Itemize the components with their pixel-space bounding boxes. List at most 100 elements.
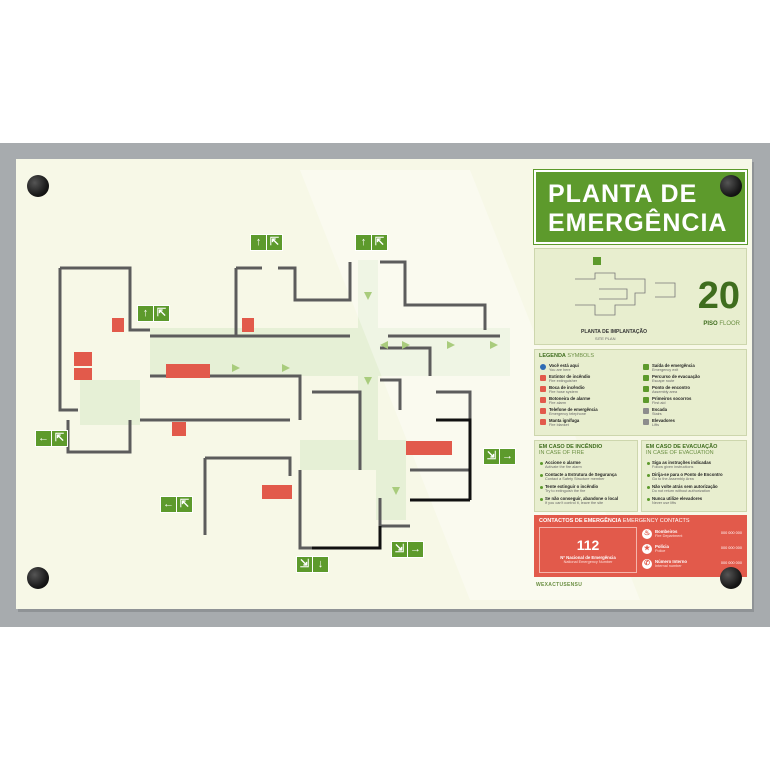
exit-person-icon: ⇱ bbox=[266, 235, 282, 250]
exit-sign-left: ←⇱ bbox=[160, 496, 193, 513]
floor-label: PISO FLOOR bbox=[703, 321, 740, 327]
exit-person-icon: ⇲ bbox=[486, 450, 497, 462]
legend-box: LEGENDA SYMBOLS Você está aqui You are h… bbox=[534, 349, 747, 436]
legend-item-label: Manta ignífuga bbox=[549, 418, 580, 423]
site-plan-caption-en: SITE PLAN bbox=[595, 336, 616, 341]
bullet-icon bbox=[647, 486, 650, 489]
floor-label-pt: PISO bbox=[703, 321, 718, 327]
legend-item-label-en: Fire hose system bbox=[549, 390, 578, 394]
route-arrow bbox=[392, 487, 400, 495]
fire-wall bbox=[312, 526, 382, 550]
legend-item-label-en: Fire extinguisher bbox=[549, 379, 578, 383]
route-arrow bbox=[282, 364, 290, 372]
route-arrow bbox=[232, 364, 240, 372]
fire-procedure-title-pt: EM CASO DE INCÊNDIO bbox=[539, 444, 603, 450]
wall bbox=[66, 420, 132, 454]
procedure-item-label: Não volte atrás sem autorização bbox=[652, 484, 718, 489]
legend-item-label-en: Assembly area bbox=[652, 390, 678, 394]
corridor-fill bbox=[358, 260, 378, 450]
procedure-item-label: Nunca utilize elevadores bbox=[652, 496, 703, 501]
assembly-point-icon bbox=[643, 386, 649, 392]
legend-item-label: Boca de incêndio bbox=[549, 385, 585, 390]
wall bbox=[58, 268, 78, 412]
emergency-phone-icon bbox=[540, 408, 546, 414]
procedure-item-label-en: Activate the fire alarm bbox=[545, 465, 582, 469]
bullet-icon bbox=[540, 462, 543, 465]
wall bbox=[278, 262, 352, 302]
national-emergency-label-en: National Emergency Number bbox=[563, 560, 613, 564]
wall bbox=[205, 456, 292, 476]
legend-item-label-en: Emergency telephone bbox=[549, 412, 586, 416]
wall bbox=[60, 266, 150, 332]
arrow-right-icon: → bbox=[407, 542, 423, 557]
corridor-fill bbox=[80, 380, 140, 425]
phone-icon: ✆ bbox=[642, 559, 652, 569]
elevator-icon bbox=[643, 419, 649, 425]
legend-item-label: Botoneira de alarme bbox=[549, 396, 591, 401]
fire-extinguisher-marker bbox=[112, 318, 124, 332]
fire-alarm-icon bbox=[540, 397, 546, 403]
route-arrow bbox=[380, 341, 388, 349]
brand-label: WEXACTUSENSU bbox=[536, 582, 583, 588]
fire-hose-icon bbox=[540, 386, 546, 392]
exit-person-icon: ⇲ bbox=[394, 543, 405, 555]
fire-hose-marker bbox=[74, 368, 92, 380]
arrow-right-icon: → bbox=[499, 449, 515, 464]
bullet-icon bbox=[647, 498, 650, 501]
arrow-down-icon: ↓ bbox=[312, 557, 328, 572]
legend-item-label-en: You are here bbox=[549, 368, 571, 372]
contact-name-en: Fire Department bbox=[655, 534, 683, 538]
wall bbox=[380, 378, 402, 410]
bullet-icon bbox=[540, 498, 543, 501]
route-arrow bbox=[447, 341, 455, 349]
corridor-fill bbox=[300, 440, 380, 470]
exit-person-icon: ⇱ bbox=[51, 431, 67, 446]
bullet-icon bbox=[540, 474, 543, 477]
emergency-contacts-box: CONTACTOS DE EMERGÊNCIA EMERGENCY CONTAC… bbox=[534, 515, 747, 577]
evacuation-procedure-title: EM CASO DE EVACUAÇÃO IN CASE OF EVACUATI… bbox=[646, 444, 717, 456]
fire-equipment-marker bbox=[406, 441, 452, 455]
mounting-screw bbox=[27, 175, 49, 197]
wall bbox=[380, 260, 487, 330]
exit-sign-up: ↑⇱ bbox=[355, 234, 388, 251]
wall bbox=[436, 390, 472, 420]
procedure-item-label-en: Contact a Safety Structure member bbox=[545, 477, 605, 481]
contact-name-en: Police bbox=[655, 549, 666, 553]
national-emergency-label: Nº Nacional de Emergência bbox=[560, 555, 616, 560]
legend-item-label-en: First aid bbox=[652, 401, 666, 405]
national-emergency-box: 112 Nº Nacional de Emergência National E… bbox=[539, 527, 637, 573]
exit-sign-up: ↑⇱ bbox=[137, 305, 170, 322]
emergency-contacts-title: CONTACTOS DE EMERGÊNCIA EMERGENCY CONTAC… bbox=[539, 518, 690, 524]
legend-title: LEGENDA SYMBOLS bbox=[539, 353, 594, 359]
legend-item-label: Primeiros socorros bbox=[652, 396, 692, 401]
arrow-up-icon: ↑ bbox=[255, 236, 262, 248]
fire-department-icon: ♨ bbox=[642, 529, 652, 539]
arrow-up-icon: ↑ bbox=[360, 236, 367, 248]
procedure-item-label: Siga as instruções indicadas bbox=[652, 460, 711, 465]
police-icon: ★ bbox=[642, 544, 652, 554]
site-plan-caption: PLANTA DE IMPLANTAÇÃO bbox=[581, 329, 648, 335]
exit-person-icon: ⇱ bbox=[176, 497, 192, 512]
legend-item-label: Você está aqui bbox=[549, 363, 579, 368]
exit-person-icon: ⇱ bbox=[371, 235, 387, 250]
mounting-screw bbox=[27, 567, 49, 589]
site-plan-drawing bbox=[575, 257, 676, 316]
you-are-here-icon bbox=[593, 257, 601, 265]
procedure-item-label-en: Go to the Assembly Area bbox=[652, 477, 694, 481]
procedure-item-label: Contacte a Estrutura de Segurança bbox=[545, 472, 617, 477]
evacuation-procedure-box: EM CASO DE EVACUAÇÃO IN CASE OF EVACUATI… bbox=[641, 440, 747, 512]
exit-sign-left: ←⇱ bbox=[35, 430, 68, 447]
wall bbox=[312, 390, 362, 470]
floor-label-en: FLOOR bbox=[719, 321, 740, 327]
legend-item-label-en: Emergency exit bbox=[652, 368, 679, 372]
fire-wall bbox=[436, 418, 472, 500]
floor-number: 20 bbox=[697, 275, 740, 317]
arrow-up-icon: ↑ bbox=[142, 307, 149, 319]
procedure-item-label-en: Never use lifts bbox=[652, 501, 677, 505]
route-arrow bbox=[364, 377, 372, 385]
legend-item-label: Saída de emergência bbox=[652, 363, 695, 368]
procedure-item-label: Accione o alarme bbox=[545, 460, 581, 465]
national-emergency-number: 112 bbox=[576, 537, 600, 553]
you-are-here-icon bbox=[540, 364, 546, 370]
exit-sign-down: ⇲↓ bbox=[296, 556, 329, 573]
